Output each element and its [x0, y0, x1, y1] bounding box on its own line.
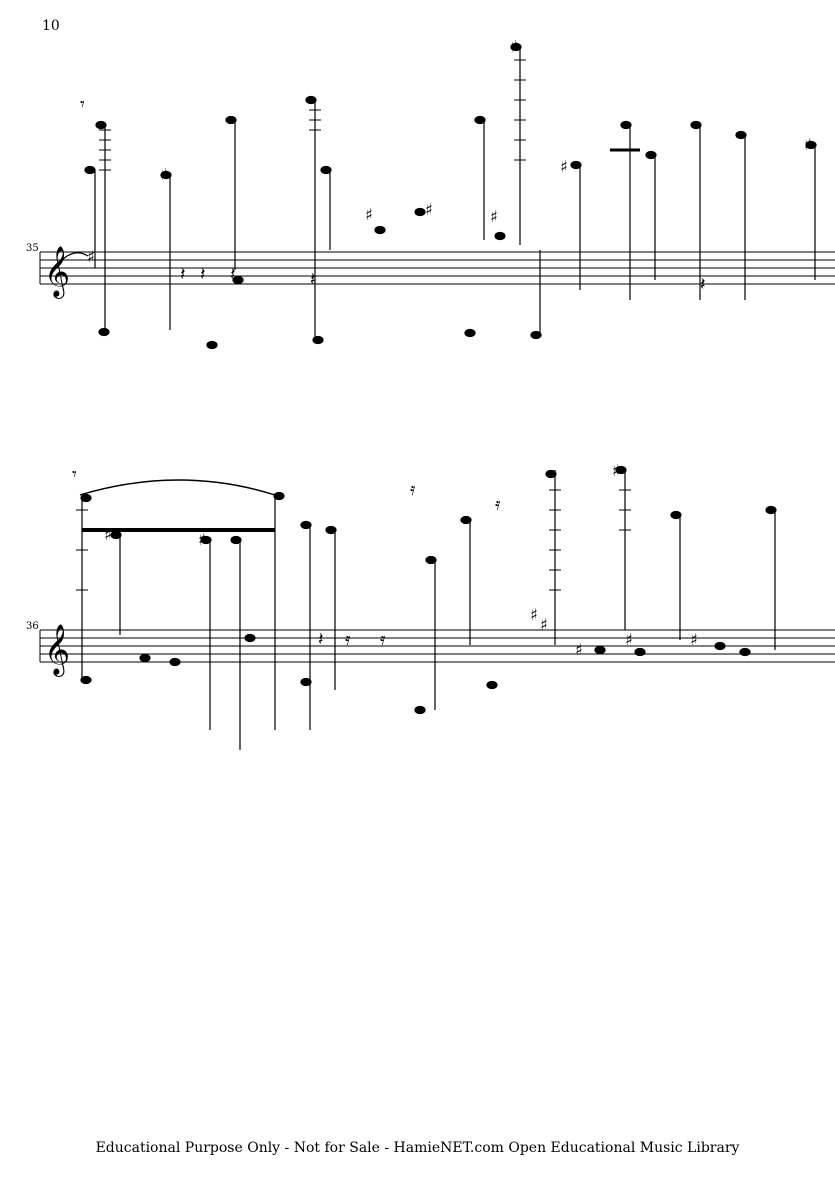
svg-text:♯: ♯ — [160, 165, 168, 184]
measure-number: 35 — [26, 243, 39, 254]
notes — [84, 42, 817, 350]
staff-lines — [39, 251, 835, 285]
accidentals: ♯♯♯ ♯♯♯ ♯♯ — [104, 461, 698, 659]
svg-text:♯: ♯ — [612, 461, 620, 480]
svg-text:𝄿: 𝄿 — [495, 494, 501, 515]
svg-text:𝄽: 𝄽 — [180, 264, 186, 285]
notes — [80, 465, 777, 750]
svg-text:♯: ♯ — [104, 525, 112, 544]
accidentals: ♯ ♯ ♯ ♯ ♯ ♯ ♯ ♯ — [87, 37, 812, 266]
svg-text:♯: ♯ — [804, 135, 812, 154]
slur — [61, 252, 89, 261]
treble-clef: 𝄞 — [44, 246, 70, 299]
treble-clef: 𝄞 — [44, 624, 70, 677]
svg-text:♯: ♯ — [87, 247, 95, 266]
ledger-lines — [76, 489, 631, 591]
staff-system-2: 𝄞 — [39, 461, 835, 750]
measure-number: 36 — [26, 621, 39, 632]
svg-text:𝄽: 𝄽 — [310, 269, 316, 290]
svg-text:♯: ♯ — [510, 37, 518, 56]
svg-text:♯: ♯ — [575, 640, 583, 659]
page-number: 10 — [42, 18, 60, 34]
ledger-lines — [99, 59, 526, 171]
svg-text:♯: ♯ — [530, 605, 538, 624]
svg-text:♯: ♯ — [365, 205, 373, 224]
footer-text: Educational Purpose Only - Not for Sale … — [95, 1140, 740, 1156]
svg-text:𝄽: 𝄽 — [700, 274, 706, 295]
svg-text:𝄽: 𝄽 — [230, 264, 236, 285]
svg-text:♯: ♯ — [690, 630, 698, 649]
svg-text:𝄽: 𝄽 — [200, 264, 206, 285]
svg-text:♯: ♯ — [560, 157, 568, 176]
svg-text:𝄿: 𝄿 — [410, 479, 416, 500]
rests: 𝄾 𝄽 𝄿 𝄿 𝄿 𝄿 — [72, 464, 501, 650]
rests: 𝄾 𝄽 𝄽 𝄽 𝄽 𝄽 — [80, 94, 706, 295]
svg-text:𝄿: 𝄿 — [345, 629, 351, 650]
svg-text:𝄾: 𝄾 — [72, 464, 77, 485]
svg-text:♯: ♯ — [198, 530, 206, 549]
svg-text:♯: ♯ — [425, 200, 433, 219]
tie — [79, 479, 276, 496]
svg-text:♯: ♯ — [625, 630, 633, 649]
svg-text:♯: ♯ — [490, 207, 498, 226]
svg-text:𝄽: 𝄽 — [318, 629, 324, 650]
svg-text:𝄿: 𝄿 — [380, 629, 386, 650]
svg-text:𝄾: 𝄾 — [80, 94, 85, 115]
staff-system-1: 𝄞 — [39, 37, 835, 350]
svg-text:♯: ♯ — [540, 615, 548, 634]
